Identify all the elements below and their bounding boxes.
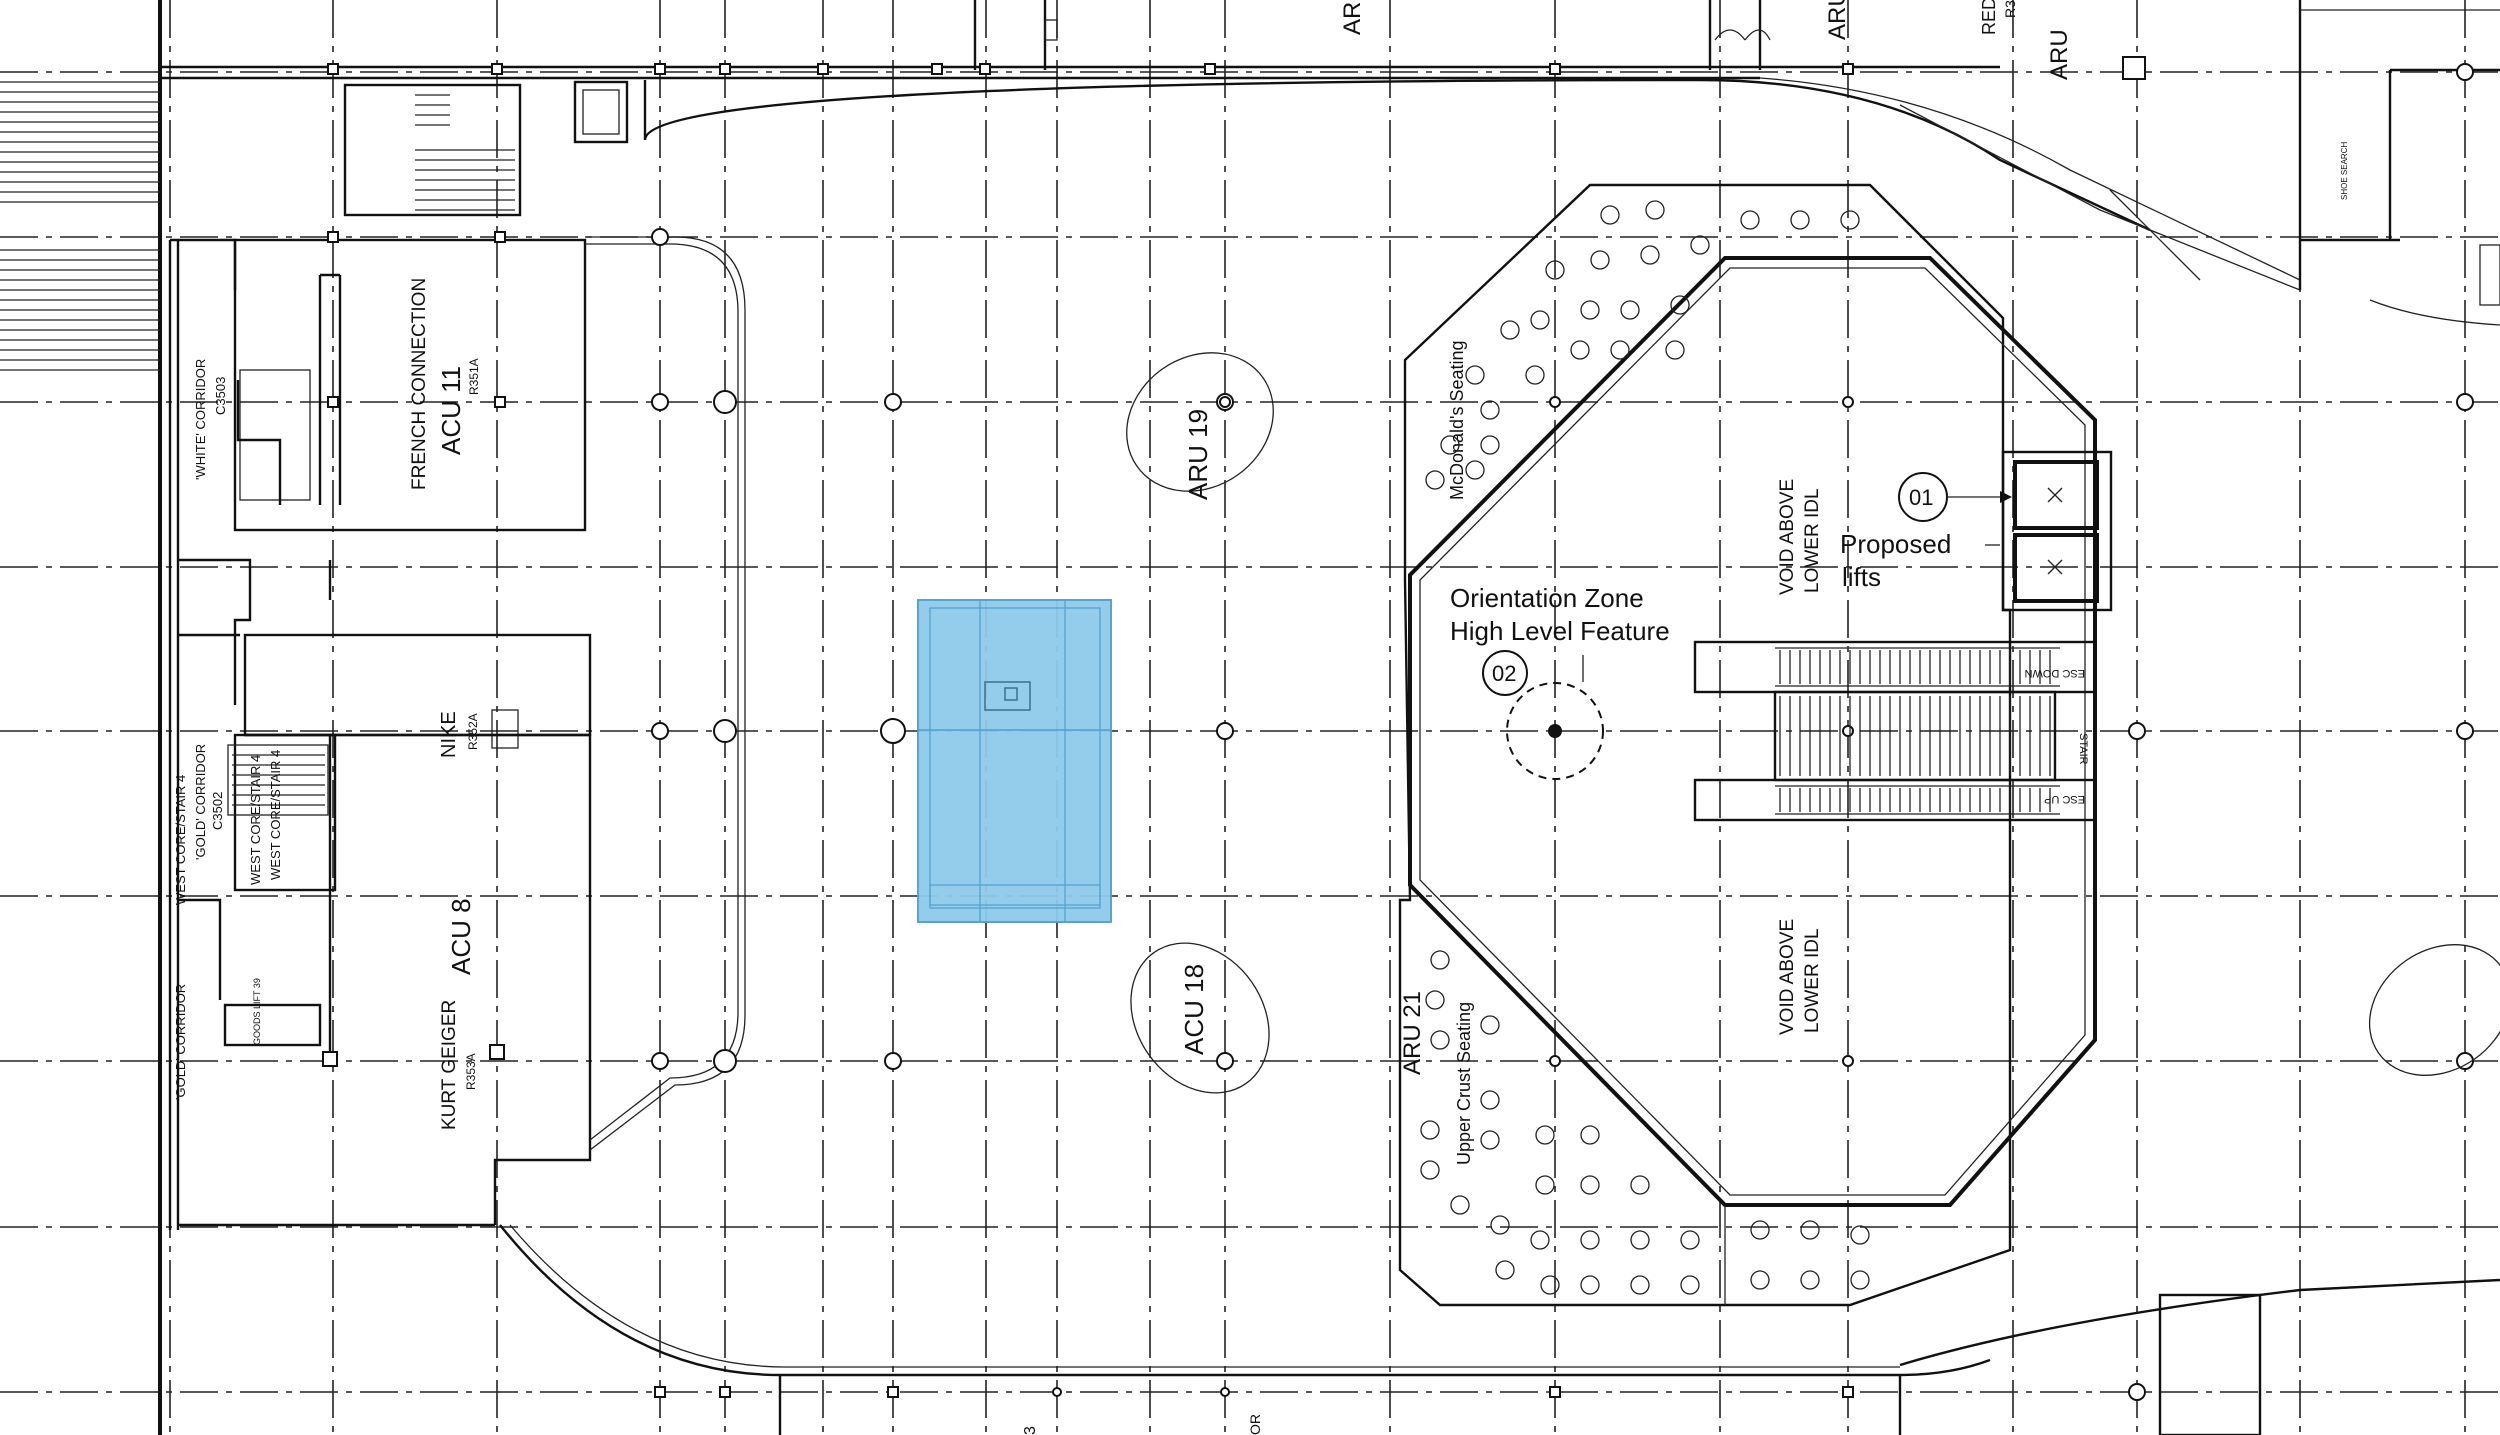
tag-02: 02 [1492, 661, 1516, 686]
label-shoe-search: SHOE SEARCH [2340, 142, 2349, 200]
label-void-2a: VOID ABOVE [1777, 919, 1798, 1035]
label-orientation-1: Orientation Zone [1450, 583, 1644, 613]
unit-aru19: ARU 19 [1126, 352, 1274, 500]
label-gold-corridor-c3502: 'GOLD' CORRIDOR [193, 744, 208, 860]
store-nike: NIKE R352A [243, 560, 592, 758]
label-void-1b: LOWER IDL [1802, 488, 1823, 593]
label-r353a: R353A [464, 1053, 478, 1090]
label-r3-top: R3 [2002, 0, 2018, 18]
label-proposed-1: Proposed [1840, 529, 1951, 559]
food-court: VOID ABOVE LOWER IDL VOID ABOVE LOWER ID… [1398, 183, 2097, 1307]
orientation-zone: Orientation Zone High Level Feature 02 [1450, 583, 1670, 780]
label-stair: STAIR [2077, 733, 2089, 765]
right-edge-unit [2368, 944, 2500, 1076]
proposed-lifts: 01 Proposed lifts [1840, 450, 2113, 612]
label-aru21: ARU 21 [1399, 991, 1426, 1075]
svg-text:OR: OR [1247, 1414, 1263, 1435]
label-west-core-gold: WEST CORE/STAIR 4 [173, 775, 188, 905]
label-proposed-2: lifts [1842, 562, 1881, 592]
label-gold-corridor: 'GOLD' CORRIDOR [173, 984, 188, 1100]
label-esc-down: ESC DOWN [2024, 667, 2085, 679]
label-french-connection: FRENCH CONNECTION [409, 278, 430, 490]
label-red-top: RED [1979, 0, 1999, 35]
label-acu11: ACU 11 [436, 366, 466, 455]
svg-text:3: 3 [1022, 1426, 1039, 1435]
label-void-2b: LOWER IDL [1802, 928, 1823, 1033]
label-c3503: C3503 [213, 377, 228, 415]
unit-acu18: ACU 18 [1130, 942, 1270, 1094]
escalators: ESC DOWN ESC UP STAIR [1693, 640, 2097, 822]
label-void-1a: VOID ABOVE [1777, 479, 1798, 595]
label-c3502: C3502 [210, 792, 225, 830]
label-white-corridor: 'WHITE' CORRIDOR [193, 359, 208, 480]
svg-text:ARU: ARU [1824, 0, 1851, 40]
label-acu18: ACU 18 [1179, 964, 1209, 1055]
label-kurt-geiger: KURT GEIGER [439, 1000, 460, 1130]
store-kurt-geiger: ACU 8 KURT GEIGER R353A [245, 733, 592, 1225]
label-acu8: ACU 8 [446, 898, 476, 975]
label-west-core-2: WEST CORE/STAIR 4 [268, 750, 283, 880]
label-r352a: R352A [466, 713, 480, 750]
columns [322, 63, 2474, 1401]
label-west-core-1: WEST CORE/STAIR 4 [248, 755, 263, 885]
label-orientation-2: High Level Feature [1450, 616, 1670, 646]
top-frontage [160, 65, 2301, 291]
label-mcdonalds: McDonald's Seating [1447, 340, 1467, 500]
highlighted-kiosk[interactable] [917, 599, 1112, 923]
left-wall-block [0, 0, 180, 1435]
svg-text:ARU: ARU [1339, 0, 1366, 35]
label-esc-up: ESC UP [2044, 793, 2085, 805]
label-r351a: R351A [467, 358, 481, 395]
stair-top-left [343, 80, 629, 217]
label-goods-lift: GOODS LIFT 39 [252, 978, 262, 1045]
tag-01: 01 [1909, 485, 1933, 510]
label-aru-top: ARU [2046, 29, 2073, 80]
top-right-units: SHOE SEARCH RED R3 ARU [1979, 0, 2500, 326]
label-aru19: ARU 19 [1183, 409, 1213, 500]
store-french-connection: FRENCH CONNECTION ACU 11 R351A [233, 238, 587, 532]
seating [1420, 200, 1870, 1295]
top-partial-units: ARU ARU [973, 0, 1851, 70]
service-corridors: 'WHITE' CORRIDOR C3503 WEST CORE/STAIR 4… [170, 238, 495, 1227]
label-upper-crust: Upper Crust Seating [1454, 1002, 1474, 1165]
kiosk-area[interactable] [917, 599, 1112, 923]
mall-void-outline: 3 OR [499, 236, 2500, 1435]
